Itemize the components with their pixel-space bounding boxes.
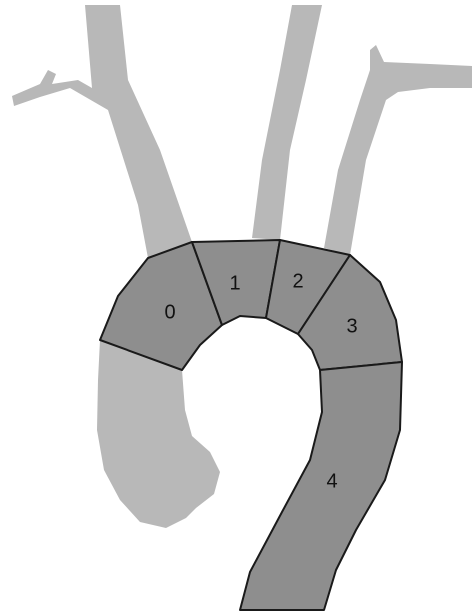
zone-1-label: 1 (229, 272, 240, 294)
zone-4-label: 4 (326, 470, 337, 492)
zone-3-label: 3 (346, 315, 357, 337)
brachiocephalic-trunk (12, 5, 192, 258)
ascending-aorta (97, 340, 220, 528)
left-subclavian (324, 45, 472, 255)
zone-0-label: 0 (164, 301, 175, 323)
zone-4-region (240, 362, 402, 610)
left-common-carotid (252, 5, 322, 240)
zone-2-label: 2 (292, 270, 303, 292)
